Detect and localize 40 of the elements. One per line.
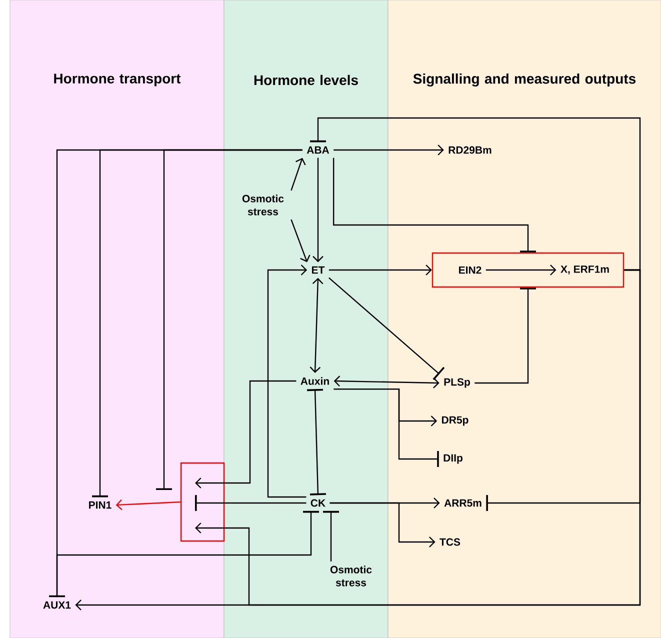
arrow [334, 376, 440, 388]
node-label: RD29Bm [448, 146, 492, 154]
node-label: Auxin [300, 377, 329, 385]
group-box [180, 462, 225, 542]
node-label: Osmotic stress [242, 194, 284, 216]
arrow [328, 264, 432, 276]
node-label: PLSp [444, 378, 470, 388]
node-label: ET [312, 266, 325, 274]
arrow [290, 158, 306, 191]
arrow [332, 158, 536, 252]
node-label: DIIp [444, 454, 462, 464]
arrow [310, 117, 641, 271]
arrow [195, 269, 641, 606]
arrow [290, 219, 310, 262]
arrow [307, 388, 326, 496]
node-label: ARR5m [444, 499, 482, 507]
node-label: X, ERF1m [560, 266, 609, 274]
node-label: Osmotic stress [330, 566, 372, 586]
arrow [323, 510, 339, 562]
arrow [195, 495, 306, 511]
arrow [267, 264, 308, 498]
arrow [312, 158, 324, 262]
node-label: PIN1 [89, 501, 112, 509]
arrow [116, 499, 180, 510]
node-label: AUX1 [43, 601, 71, 609]
node-label: ABA [306, 146, 330, 154]
node-label: EIN2 [459, 266, 482, 274]
arrow [486, 264, 556, 276]
group-box [432, 252, 624, 288]
node-label: CK [310, 499, 326, 507]
arrow [49, 149, 302, 598]
arrow [334, 388, 439, 467]
arrow [334, 144, 444, 156]
node-label: TCS [440, 538, 460, 546]
arrow [474, 288, 536, 384]
arrow [195, 380, 296, 488]
node-label: DR5p [442, 416, 468, 426]
arrow [56, 510, 319, 598]
arrow [310, 278, 324, 373]
arrow [330, 502, 436, 548]
